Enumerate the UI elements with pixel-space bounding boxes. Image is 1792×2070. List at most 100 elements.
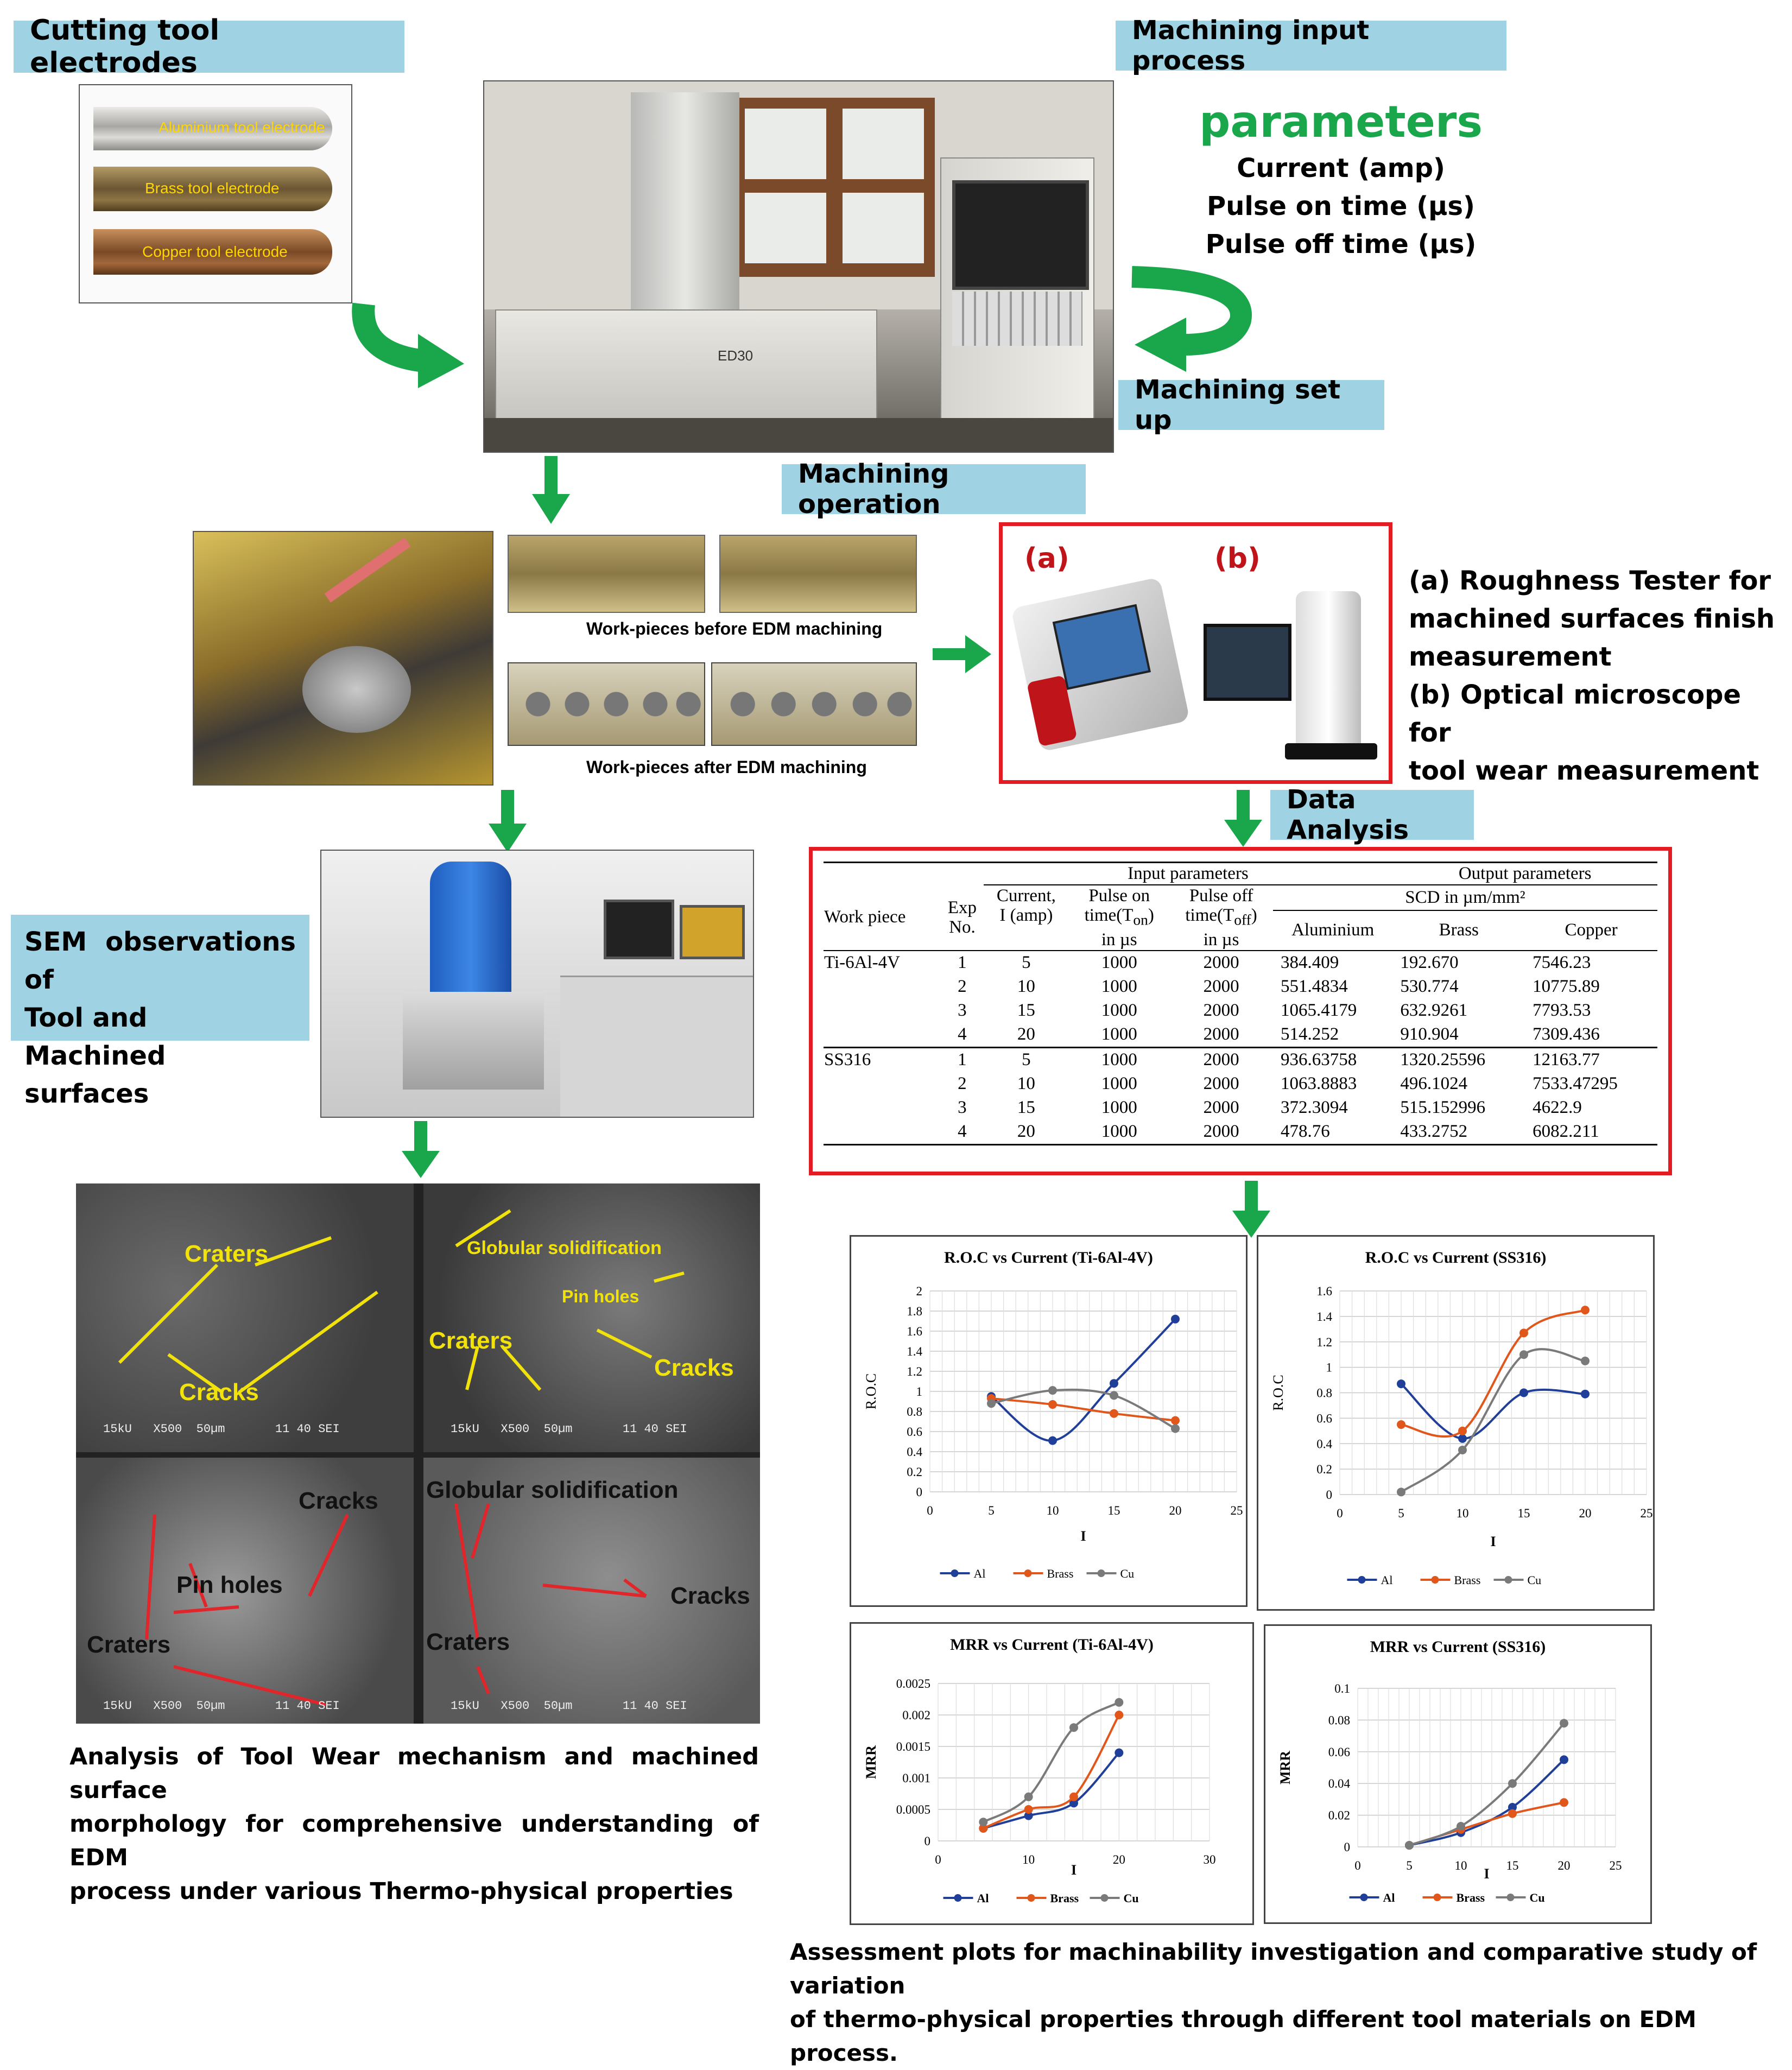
y-tick-label: 0 <box>925 1834 931 1848</box>
table-group-input: Input parameters <box>983 862 1393 885</box>
x-tick-label: 10 <box>1022 1853 1035 1866</box>
x-axis-label: I <box>1080 1528 1086 1544</box>
tag-a: (a) <box>1024 542 1069 575</box>
sem-label-craters: Craters <box>185 1240 269 1267</box>
instruments-line: machined surfaces finish <box>1409 604 1775 634</box>
tag-b: (b) <box>1214 542 1261 575</box>
x-tick-label: 30 <box>1204 1853 1216 1866</box>
sem-label-cracks: Cracks <box>179 1379 259 1406</box>
aluminium-electrode: Aluminium tool electrode <box>93 107 332 150</box>
arrow-down-icon <box>1232 1181 1270 1238</box>
table-cell: 20 <box>983 1119 1069 1145</box>
x-axis-label: I <box>1484 1866 1489 1882</box>
legend-label-al: Al <box>1383 1891 1395 1904</box>
data-point-cu <box>1115 1698 1124 1707</box>
y-tick-label: 1.2 <box>907 1365 922 1378</box>
curved-arrow-left-icon <box>352 302 464 388</box>
data-point-cu <box>1581 1356 1590 1365</box>
y-tick-label: 1.8 <box>907 1305 922 1318</box>
series-line-al <box>1400 1383 1586 1440</box>
table-cell: 1 <box>941 949 984 975</box>
table-cell: 3 <box>958 1001 967 1021</box>
x-tick-label: 10 <box>1455 1859 1467 1872</box>
table-cell: 478.76 <box>1272 1119 1393 1145</box>
workpiece-before-1 <box>508 535 705 613</box>
sem-monitor-1 <box>604 900 674 959</box>
control-cabinet <box>940 157 1094 436</box>
y-axis-label: MRR <box>863 1745 879 1779</box>
chart-title: R.O.C vs Current (SS316) <box>1365 1249 1547 1267</box>
series-line-brass <box>983 1714 1120 1830</box>
x-tick-label: 5 <box>1398 1506 1404 1520</box>
y-tick-label: 0.0015 <box>896 1740 930 1754</box>
data-point-cu <box>1024 1792 1033 1801</box>
arrow-down-icon <box>1224 790 1262 847</box>
data-point-cu <box>1560 1719 1568 1728</box>
table-cell: 4622.9 <box>1533 1098 1582 1118</box>
x-tick-label: 10 <box>1047 1504 1059 1517</box>
monitor <box>1204 624 1291 701</box>
y-tick-label: 2 <box>916 1284 923 1298</box>
sem-label-line: surfaces <box>24 1079 149 1109</box>
machine-model-label: ED30 <box>718 347 753 364</box>
series-line-cu <box>983 1701 1120 1823</box>
legend-marker-cu <box>1504 1576 1512 1584</box>
data-point-al <box>1171 1314 1180 1324</box>
roughness-tester <box>1010 577 1191 752</box>
brass-electrode: Brass tool electrode <box>93 167 332 211</box>
data-point-brass <box>1397 1420 1405 1429</box>
y-tick-label: 0.04 <box>1328 1777 1351 1790</box>
table-cell: 936.63758 <box>1272 1046 1393 1072</box>
caption-line: morphology for comprehensive understandi… <box>69 1811 759 1871</box>
sem-machine-photo <box>320 850 754 1118</box>
chart-svg: MRR vs Current (SS316)00.020.040.060.080… <box>1277 1638 1622 1904</box>
series-line-al <box>1409 1758 1565 1847</box>
table-cell: 2 <box>958 977 967 997</box>
x-tick-label: 25 <box>1641 1506 1653 1520</box>
y-tick-label: 0.2 <box>1316 1463 1332 1476</box>
sem-monitor-2 <box>680 905 745 959</box>
sem-column <box>430 862 511 1014</box>
data-point-brass <box>1024 1805 1033 1814</box>
x-tick-label: 15 <box>1506 1859 1519 1872</box>
y-tick-label: 0.4 <box>1316 1437 1332 1451</box>
chart-svg: R.O.C vs Current (Ti-6Al-4V)00.20.40.60.… <box>863 1249 1243 1580</box>
sem-label-line: Tool and Machined <box>24 1003 166 1071</box>
table-cell: 5 <box>983 1046 1069 1072</box>
legend-marker-cu <box>1100 1894 1109 1902</box>
table-header-aluminium: Aluminium <box>1291 920 1375 940</box>
control-screen <box>952 180 1089 290</box>
workpieces-after-caption: Work-pieces after EDM machining <box>586 757 867 777</box>
sem-pointer-lines <box>118 1209 685 1706</box>
legend-label-brass: Brass <box>1457 1891 1485 1904</box>
sem-image-tr <box>423 1183 760 1452</box>
sem-chamber <box>403 992 544 1090</box>
table-cell-workpiece: SS316 <box>824 1046 941 1072</box>
y-tick-label: 0.8 <box>1316 1387 1332 1400</box>
chart-title: MRR vs Current (SS316) <box>1370 1638 1546 1656</box>
table-cell: 12163.77 <box>1525 1046 1657 1072</box>
y-tick-label: 0.001 <box>902 1771 930 1785</box>
legend-marker-brass <box>1024 1569 1032 1577</box>
workpieces-before-caption: Work-pieces before EDM machining <box>586 619 883 638</box>
table-cell: 372.3094 <box>1280 1098 1348 1118</box>
series-line-cu <box>1409 1722 1565 1846</box>
table-cell-workpiece <box>824 1119 941 1145</box>
electrode-spindle <box>302 646 411 733</box>
table-cell: 1320.25596 <box>1392 1046 1525 1072</box>
table-cell: 10775.89 <box>1533 977 1600 997</box>
roughness-tester-screen <box>1052 604 1151 690</box>
label-data-analysis: Data Analysis <box>1270 784 1474 845</box>
sem-label-craters: Craters <box>87 1631 171 1658</box>
data-point-al <box>1519 1388 1528 1397</box>
chart-title: MRR vs Current (Ti-6Al-4V) <box>950 1636 1154 1654</box>
data-point-al <box>1581 1389 1590 1398</box>
table-cell: 2 <box>958 1074 967 1094</box>
y-tick-label: 1 <box>1326 1361 1333 1375</box>
x-tick-label: 0 <box>935 1853 941 1866</box>
